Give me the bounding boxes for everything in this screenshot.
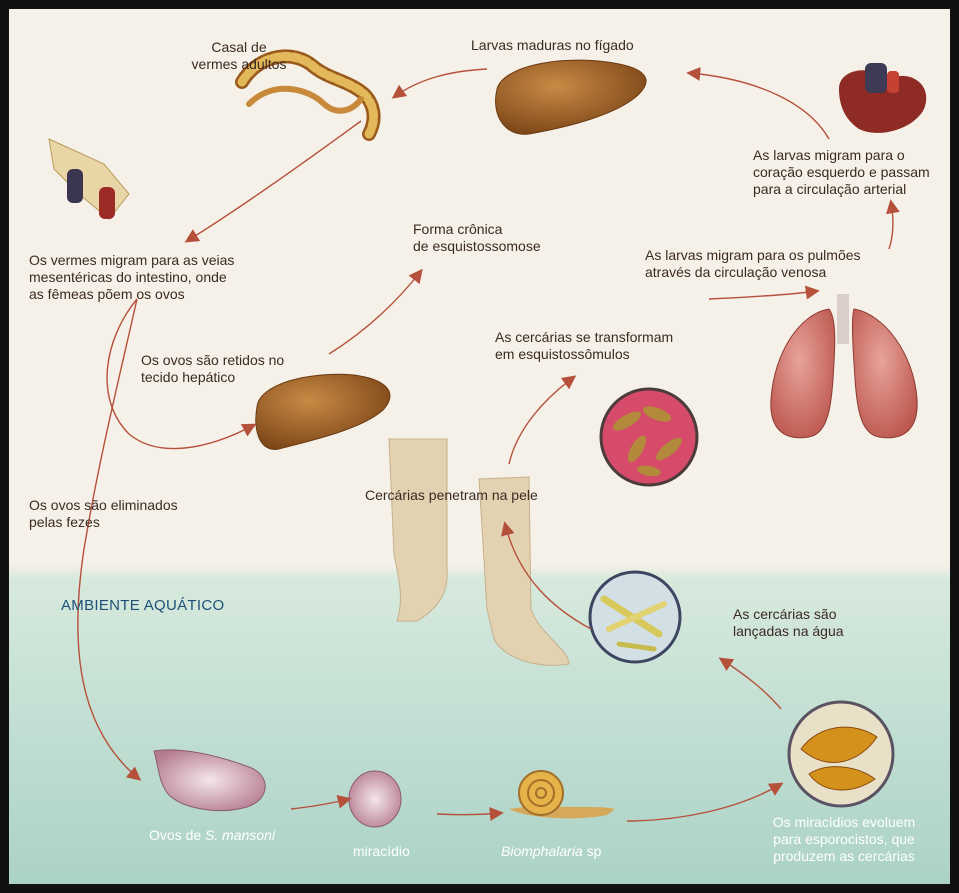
label-miracidium: miracídio [353, 843, 410, 860]
sporocysts-illustration [789, 702, 893, 806]
label-snail: Biomphalaria sp [501, 843, 601, 860]
heart-illustration [839, 63, 926, 133]
label-sporocysts: Os miracídios evoluem para esporocistos,… [749, 814, 939, 865]
snail-illustration [509, 771, 615, 818]
legs-illustration [389, 439, 569, 665]
egg-illustration [154, 750, 265, 811]
schistosomula-illustration [601, 389, 697, 485]
label-mature-larvae-liver: Larvas maduras no fígado [471, 37, 634, 54]
label-eggs-species: S. mansoni [205, 827, 275, 843]
cercariae-illustration [590, 572, 680, 662]
label-eggs-eliminated: Os ovos são eliminados pelas fezes [29, 497, 219, 531]
label-cercariae-skin: Cercárias penetram na pele [365, 487, 538, 504]
lungs-illustration [771, 294, 917, 438]
label-snail-sp: sp [583, 843, 602, 859]
miracidium-illustration [349, 771, 401, 827]
label-eggs-retained: Os ovos são retidos no tecido hepático [141, 352, 331, 386]
label-eggs-prefix: Ovos de [149, 827, 205, 843]
label-eggs: Ovos de S. mansoni [149, 827, 275, 844]
label-aquatic-environment: AMBIENTE AQUÁTICO [61, 597, 224, 614]
intestine-illustration [49, 139, 129, 219]
label-chronic-form: Forma crônica de esquistossomose [413, 221, 593, 255]
label-adult-worms: Casal de vermes adultos [179, 39, 299, 73]
label-schistosomula: As cercárias se transformam em esquistos… [495, 329, 725, 363]
diagram-artwork [9, 9, 950, 884]
label-cercariae-released: As cercárias são lançadas na água [733, 606, 893, 640]
label-larvae-lungs: As larvas migram para os pulmões através… [645, 247, 925, 281]
liver-top-illustration [496, 60, 646, 134]
life-cycle-diagram: Casal de vermes adultos Larvas maduras n… [9, 9, 950, 884]
label-larvae-heart: As larvas migram para o coração esquerdo… [753, 147, 950, 198]
label-worms-mesenteric: Os vermes migram para as veias mesentéri… [29, 252, 299, 303]
label-snail-genus: Biomphalaria [501, 843, 583, 859]
